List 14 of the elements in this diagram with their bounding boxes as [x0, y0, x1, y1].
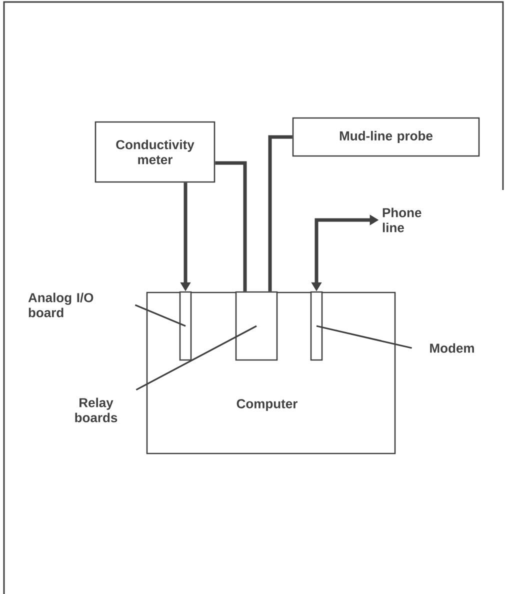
probe-box: Mud-line probe: [292, 117, 480, 157]
part-label: Analog I/O board: [28, 292, 94, 318]
meter-box: Conductivity meter: [94, 121, 216, 183]
part-label: Relay boards: [75, 398, 118, 422]
board-slot: [235, 291, 278, 361]
connector-line: [215, 161, 247, 292]
leader-line: [134, 304, 186, 327]
phone-line-label: Phone line: [382, 208, 422, 232]
leader-line: [136, 325, 257, 391]
part-label: Modem: [430, 343, 474, 353]
board-slot: [310, 291, 323, 361]
leader-line: [316, 325, 412, 349]
board-slot: [179, 291, 192, 361]
connector-line: [268, 135, 292, 292]
